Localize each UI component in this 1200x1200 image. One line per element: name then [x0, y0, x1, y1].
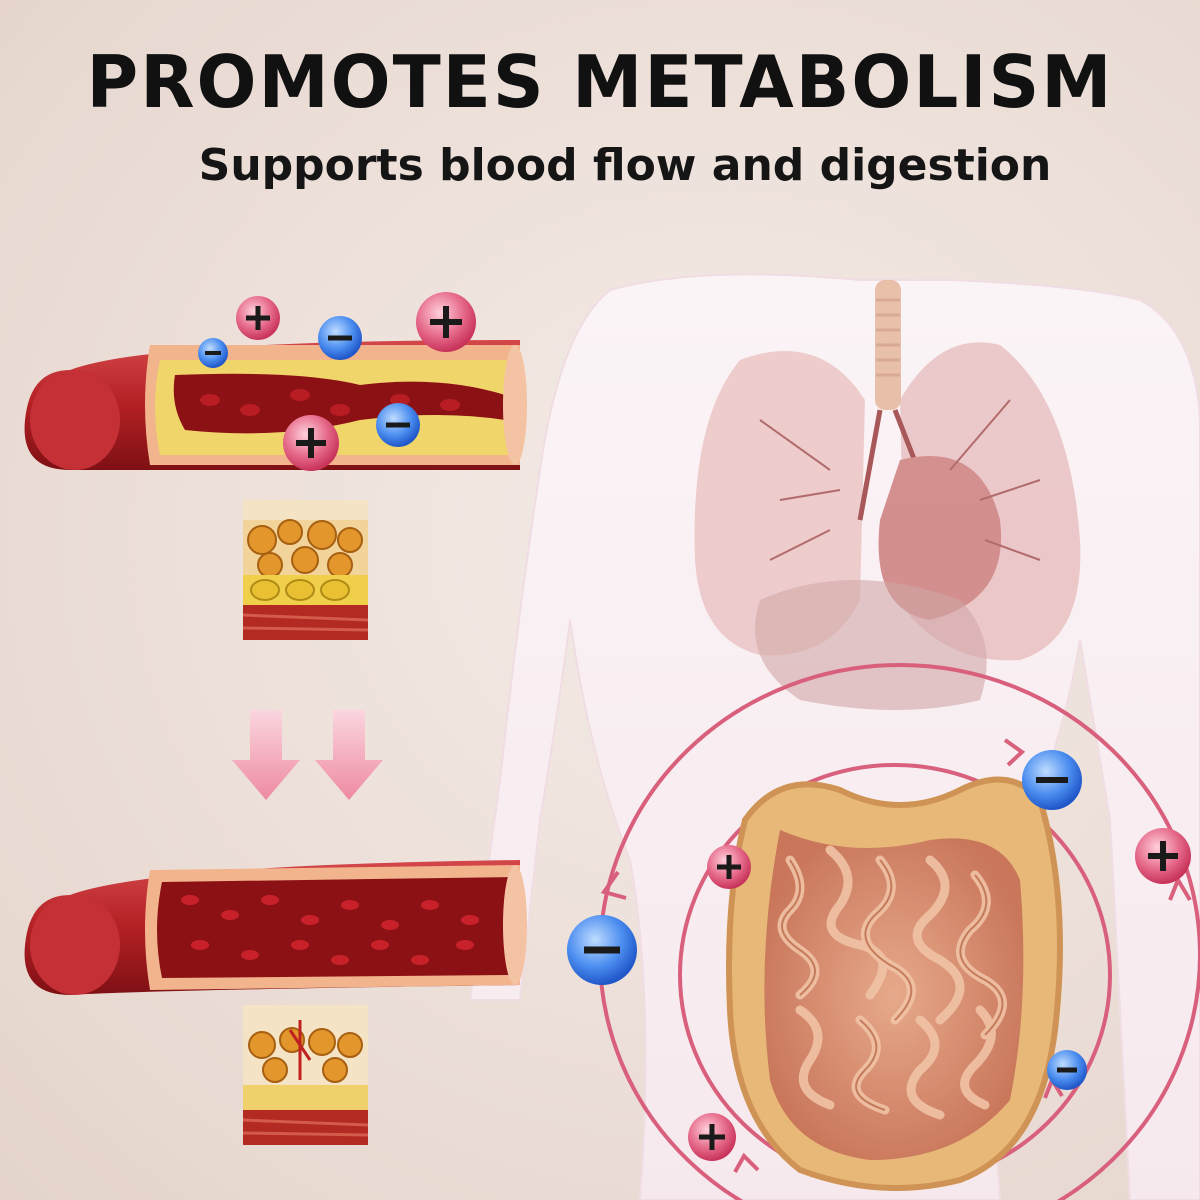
negative-ion-icon: [318, 316, 362, 360]
positive-ion-icon: [416, 292, 476, 352]
fat-tissue-block-after: [242, 1005, 369, 1145]
negative-ion-icon: [376, 403, 420, 447]
intestines: [726, 776, 1063, 1191]
down-arrow-icon: [232, 710, 300, 800]
clogged-blood-vessel: [24, 340, 527, 470]
negative-ion-icon: [1022, 750, 1082, 810]
ion-markers: [198, 292, 1191, 1161]
fat-tissue-block-before: [242, 500, 369, 640]
down-arrows: [232, 710, 383, 800]
positive-ion-icon: [1135, 828, 1191, 884]
positive-ion-icon: [688, 1113, 736, 1161]
negative-ion-icon: [1047, 1050, 1087, 1090]
down-arrow-icon: [315, 710, 383, 800]
healthy-blood-vessel: [24, 860, 527, 995]
positive-ion-icon: [236, 296, 280, 340]
negative-ion-icon: [567, 915, 637, 985]
positive-ion-icon: [707, 845, 751, 889]
negative-ion-icon: [198, 338, 228, 368]
headline-subtitle: Supports blood flow and digestion: [198, 140, 1052, 191]
headline-title: PROMOTES METABOLISM: [86, 40, 1114, 124]
positive-ion-icon: [283, 415, 339, 471]
